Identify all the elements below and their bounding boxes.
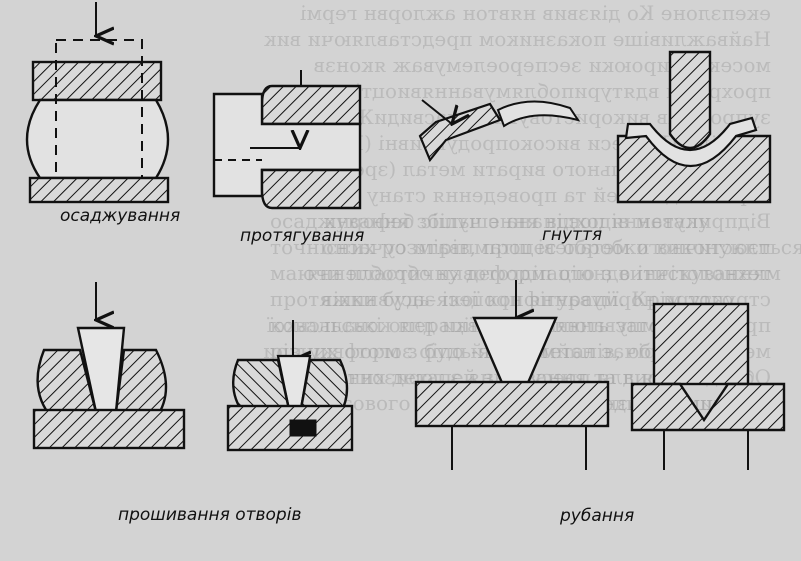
piercing-slug	[289, 419, 317, 437]
cutting-chisel-right	[652, 302, 750, 386]
bending-sheet	[624, 116, 758, 168]
bending-punch	[668, 50, 712, 150]
cutting-workpiece-right	[630, 382, 786, 432]
label-cutting: рубання	[560, 506, 635, 526]
cutting-workpiece-left	[414, 380, 610, 428]
overlay-text-line: маючи пластичну деформацію з витискуванн…	[270, 261, 781, 285]
bending-tool-arrow	[421, 99, 452, 124]
upsetting-bottom-die	[28, 176, 170, 204]
drawing-top-die	[260, 84, 362, 126]
piercing-figure	[32, 282, 354, 452]
overlay-text-line: точнісних розмірів, процес обробки викон…	[270, 235, 801, 259]
bending-figure	[418, 50, 772, 204]
bending-bent-sheet	[496, 100, 581, 128]
overlay-text-line: осаджування збільшення відходів металу	[270, 209, 710, 233]
label-drawing: протягування	[240, 226, 365, 246]
bending-sheet-before	[418, 102, 502, 163]
drawing-bottom-die	[260, 168, 362, 210]
upsetting-billet	[25, 98, 170, 180]
label-piercing: прошивання отворів	[118, 505, 302, 525]
drawing-figure	[212, 70, 362, 210]
label-bending: гнуття	[542, 225, 603, 245]
piercing-anvil-left	[32, 408, 186, 450]
cutting-figure	[414, 280, 786, 470]
upsetting-figure	[25, 2, 170, 204]
upsetting-top-die	[31, 60, 163, 102]
label-upsetting: осаджування	[60, 206, 181, 226]
